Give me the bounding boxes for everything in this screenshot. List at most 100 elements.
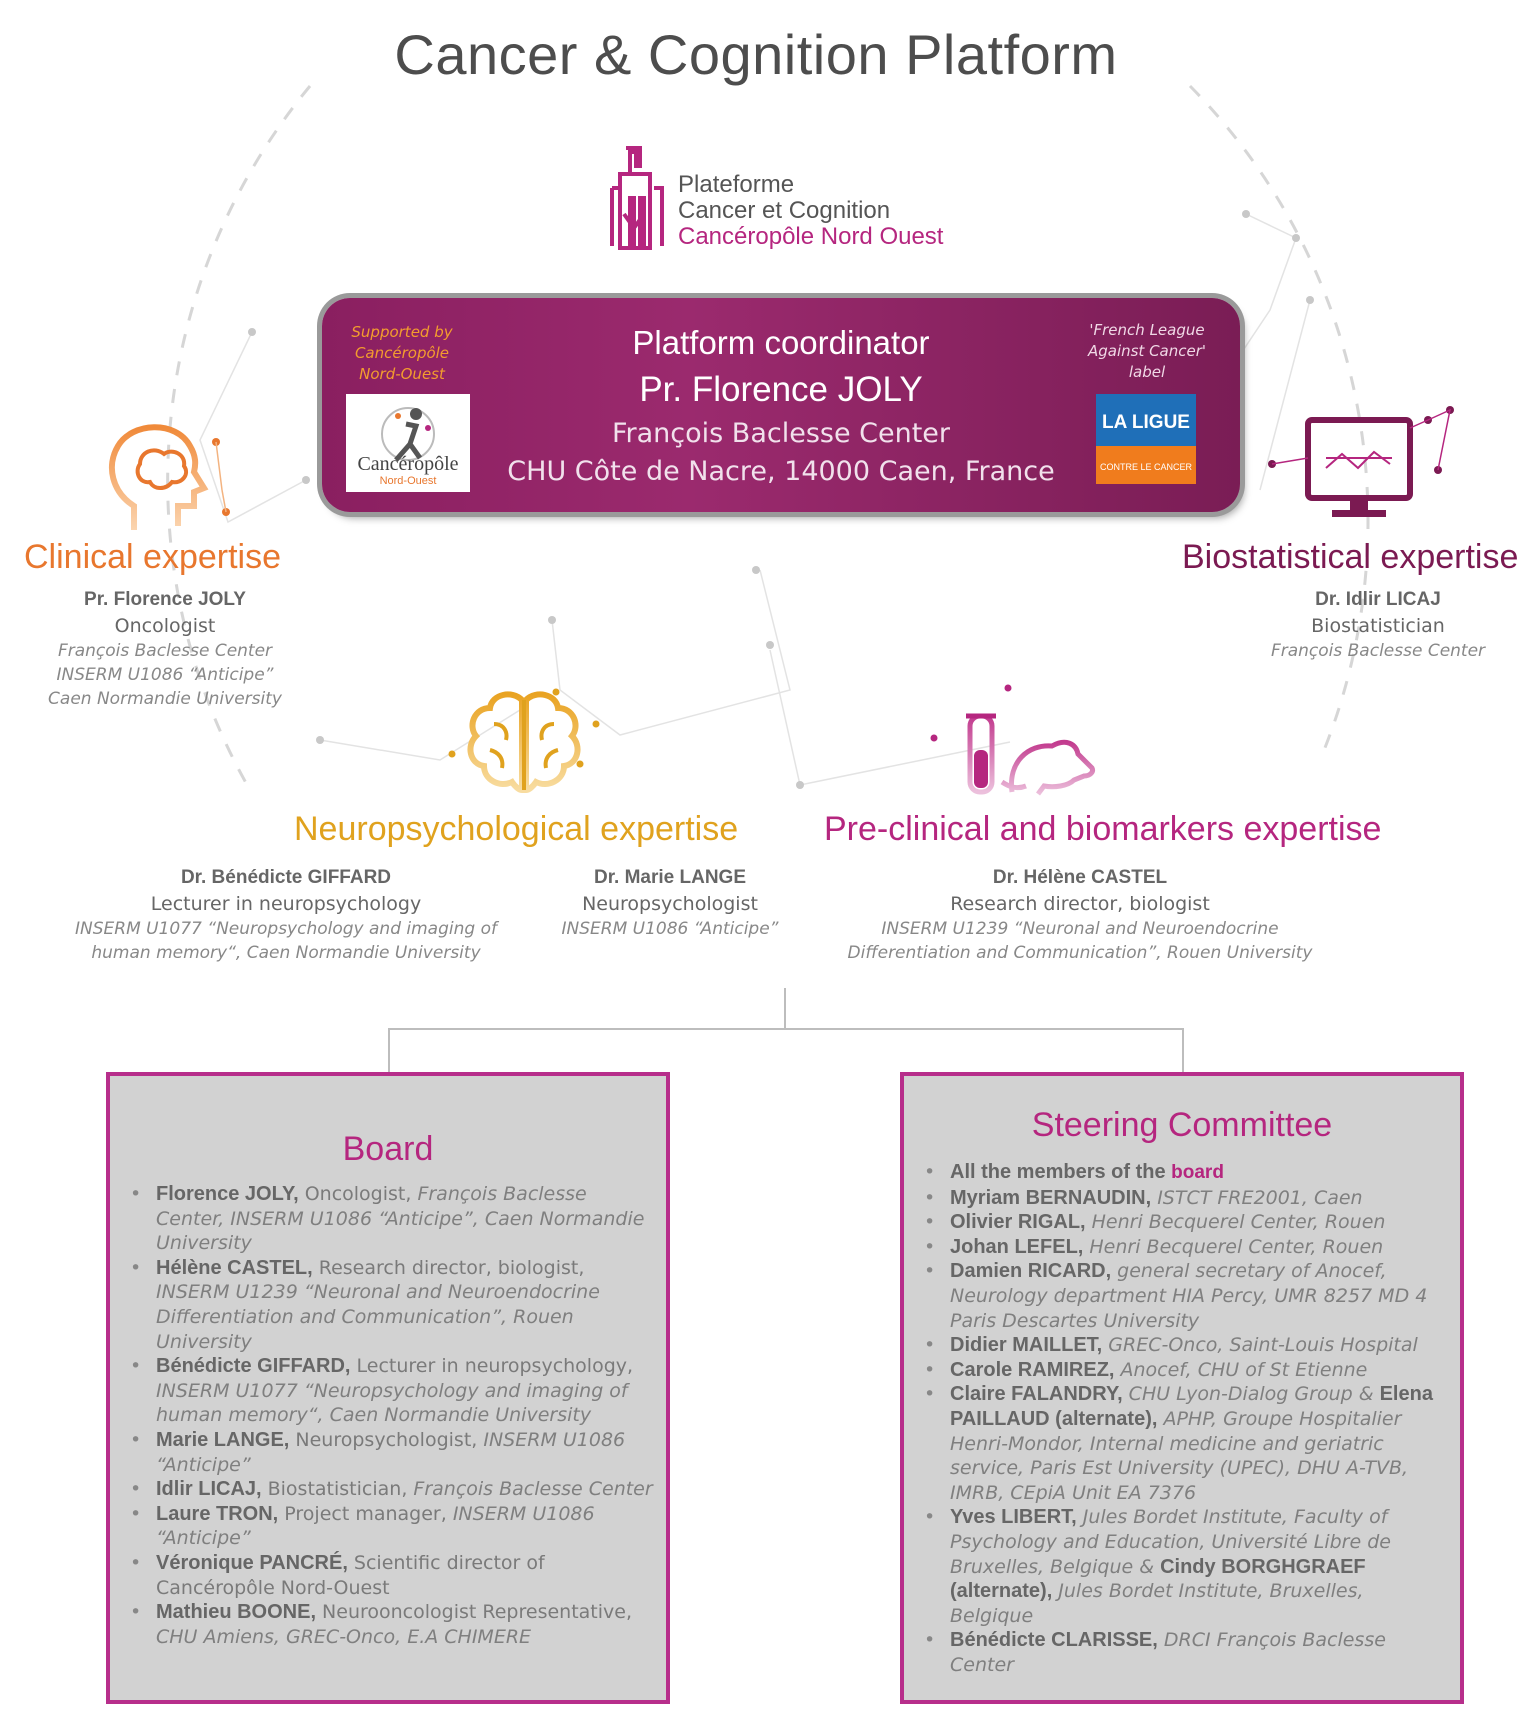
clinical-role: Oncologist	[114, 615, 216, 637]
member-name: Laure TRON,	[156, 1502, 279, 1525]
neuro-person-1: Dr. Bénédicte GIFFARD Lecturer in neurop…	[66, 864, 506, 965]
member-affiliation: François Baclesse Center	[413, 1478, 653, 1501]
biostat-affiliation-1: François Baclesse Center	[1270, 641, 1486, 661]
member-affiliation: CHU Amiens, GREC-Onco, E.A CHIMERE	[156, 1625, 532, 1648]
list-item: Claire FALANDRY, CHU Lyon-Dialog Group &…	[922, 1382, 1452, 1505]
clinical-person: Pr. Florence JOLY Oncologist François Ba…	[40, 586, 290, 711]
member-affiliation: INSERM U1239 “Neuronal and Neuroendocrin…	[156, 1281, 600, 1353]
member-role: Neurooncologist Representative,	[316, 1601, 632, 1624]
brain-icon	[448, 688, 600, 794]
member-role: Research director, biologist,	[312, 1256, 585, 1279]
list-item: Damien RICARD, general secretary of Anoc…	[922, 1259, 1452, 1333]
preclin-name: Dr. Hélène CASTEL	[992, 867, 1168, 888]
connector-right	[1182, 1028, 1184, 1074]
neuro-p1-name: Dr. Bénédicte GIFFARD	[180, 867, 392, 888]
member-affiliation: Anocef, CHU of St Etienne	[1114, 1358, 1368, 1381]
list-item: Mathieu BOONE, Neurooncologist Represent…	[128, 1600, 658, 1649]
coordinator-center: François Baclesse Center	[611, 418, 951, 449]
list-item: Carole RAMIREZ, Anocef, CHU of St Etienn…	[922, 1358, 1452, 1383]
list-item: Johan LEFEL, Henri Becquerel Center, Rou…	[922, 1235, 1452, 1260]
member-affiliation: ISTCT FRE2001, Caen	[1151, 1186, 1363, 1209]
steering-committee-title: Steering Committee	[1031, 1106, 1333, 1144]
member-name: Bénédicte CLARISSE,	[950, 1629, 1158, 1652]
biostat-person: Dr. Idlir LICAJ Biostatistician François…	[1238, 586, 1518, 663]
member-affiliation: CHU Lyon-Dialog Group &	[1122, 1383, 1380, 1406]
list-item: Bénédicte GIFFARD, Lecturer in neuropsyc…	[128, 1354, 658, 1428]
steering-committee-list: All the members of the board Myriam BERN…	[922, 1160, 1452, 1677]
member-affiliation: François Baclesse Center, INSERM U1086 “…	[156, 1183, 645, 1255]
neuro-p1-affiliation-2: human memory“, Caen Normandie University	[91, 943, 481, 963]
list-item: All the members of the board	[922, 1160, 1452, 1186]
coordinator-title: Platform coordinator	[632, 324, 930, 361]
member-affiliation: Henri Becquerel Center, Rouen	[1085, 1211, 1386, 1234]
steering-committee-panel: Steering Committee All the members of th…	[900, 1072, 1464, 1704]
preclin-affiliation-2: Differentiation and Communication”, Roue…	[847, 943, 1313, 963]
list-item: Hélène CASTEL, Research director, biolog…	[128, 1256, 658, 1354]
biostat-role: Biostatistician	[1311, 615, 1445, 637]
connector-left	[388, 1028, 390, 1074]
clinical-affiliation-1: François Baclesse Center	[57, 641, 273, 661]
platform-logo: Plateforme Cancer et Cognition Cancéropô…	[604, 144, 943, 254]
list-item: Marie LANGE, Neuropsychologist, INSERM U…	[128, 1428, 658, 1477]
member-name: Marie LANGE,	[156, 1428, 290, 1451]
biostatistical-expertise-heading: Biostatistical expertise	[1182, 538, 1519, 576]
human-figure-logo-icon	[610, 146, 664, 250]
member-affiliation: Jules Bordet Institute, Bruxelles, Belgi…	[950, 1580, 1364, 1627]
logo-line-3: Cancéropôle Nord Ouest	[678, 223, 944, 250]
member-affiliation: APHP, Groupe Hospitalier Henri-Mondor, I…	[950, 1407, 1409, 1504]
list-item: Véronique PANCRÉ, Scientific director of…	[128, 1551, 658, 1600]
canceropole-figure-icon: Cancéropôle Nord-Ouest	[357, 407, 459, 487]
biostat-name: Dr. Idlir LICAJ	[1315, 589, 1441, 610]
member-affiliation: DRCI François Baclesse Center	[950, 1629, 1386, 1676]
list-item: Myriam BERNAUDIN, ISTCT FRE2001, Caen	[922, 1186, 1452, 1211]
member-name: Hélène CASTEL,	[156, 1256, 313, 1279]
preclinical-person: Dr. Hélène CASTEL Research director, bio…	[820, 864, 1340, 965]
list-item: Laure TRON, Project manager, INSERM U108…	[128, 1502, 658, 1551]
clinical-expertise-heading: Clinical expertise	[24, 538, 281, 576]
member-name-alternate: Elena PAILLAUD (alternate),	[950, 1383, 1433, 1430]
member-name: Carole RAMIREZ,	[950, 1358, 1115, 1381]
member-affiliation: INSERM U1086 “Anticipe”	[156, 1502, 595, 1550]
logo-line-1: Plateforme	[678, 171, 795, 198]
board-link: board	[1171, 1162, 1224, 1183]
list-item: Idlir LICAJ, Biostatistician, François B…	[128, 1477, 658, 1502]
coordinator-banner: Supported by Cancéropôle Nord-Ouest Canc…	[322, 298, 1240, 512]
member-affiliation: Henri Becquerel Center, Rouen	[1083, 1235, 1384, 1258]
steering-first-text: All the members of the	[950, 1161, 1172, 1183]
member-role: Lecturer in neuropsychology,	[350, 1355, 634, 1378]
clinical-name: Pr. Florence JOLY	[84, 589, 246, 610]
board-list: Florence JOLY, Oncologist, François Bacl…	[128, 1182, 658, 1649]
preclin-role: Research director, biologist	[950, 893, 1210, 915]
member-role: Biostatistician,	[261, 1478, 414, 1501]
clinical-affiliation-2: INSERM U1086 “Anticipe”	[56, 665, 274, 685]
member-name: Johan LEFEL,	[950, 1235, 1084, 1258]
board-title: Board	[342, 1130, 434, 1168]
connector-horizontal	[388, 1028, 1184, 1030]
preclinical-expertise-heading: Pre-clinical and biomarkers expertise	[824, 810, 1382, 848]
neuro-p2-affiliation-1: INSERM U1086 “Anticipe”	[561, 919, 779, 939]
member-name: Myriam BERNAUDIN,	[950, 1186, 1152, 1209]
league-label-text: 'French League Against Cancer' label	[1087, 321, 1207, 381]
test-tube-mouse-icon	[930, 684, 1095, 796]
member-affiliation: Jules Bordet Institute, Faculty of Psych…	[950, 1506, 1391, 1578]
list-item: Florence JOLY, Oncologist, François Bacl…	[128, 1182, 658, 1256]
member-role: Oncologist,	[298, 1183, 418, 1205]
member-name: Didier MAILLET,	[950, 1334, 1103, 1357]
member-name-alternate: Cindy BORGHGRAEF (alternate),	[950, 1555, 1366, 1603]
coordinator-address: CHU Côte de Nacre, 14000 Caen, France	[507, 456, 1055, 487]
member-affiliation: general secretary of Anocef, Neurology d…	[950, 1260, 1428, 1332]
la-ligue-logo: LA LIGUE CONTRE LE CANCER	[1096, 394, 1196, 484]
monitor-chart-icon	[1268, 406, 1454, 517]
member-role: Scientific director of Cancéropôle Nord-…	[156, 1551, 545, 1599]
logo-line-2: Cancer et Cognition	[678, 197, 891, 224]
coordinator-name: Pr. Florence JOLY	[639, 370, 923, 409]
head-brain-icon	[108, 424, 230, 530]
supported-by-text: Supported by Cancéropôle Nord-Ouest	[351, 323, 453, 383]
list-item: Bénédicte CLARISSE, DRCI François Bacles…	[922, 1628, 1452, 1677]
neuropsychological-expertise-heading: Neuropsychological expertise	[294, 810, 739, 848]
member-name: Yves LIBERT,	[950, 1506, 1077, 1529]
neuro-p2-role: Neuropsychologist	[582, 893, 758, 915]
neuro-p1-affiliation-1: INSERM U1077 “Neuropsychology and imagin…	[75, 919, 497, 939]
member-name: Véronique PANCRÉ,	[156, 1551, 348, 1574]
member-name: Damien RICARD,	[950, 1260, 1112, 1283]
